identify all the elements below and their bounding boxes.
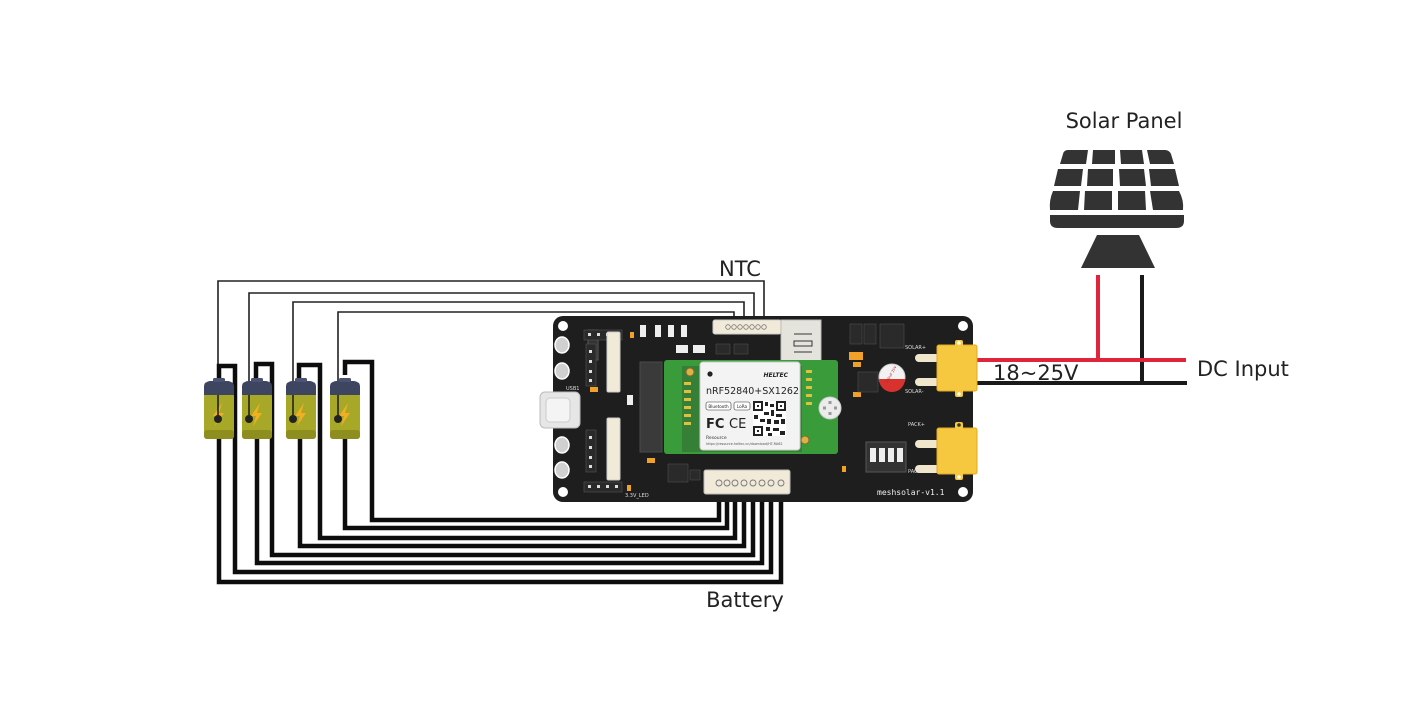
pin-dots <box>588 333 618 488</box>
antenna-connector <box>800 435 810 445</box>
lightning-bolt-icon <box>251 403 262 426</box>
cell-terminal <box>251 378 263 382</box>
mounting-hole <box>958 321 968 331</box>
ntc-wire-2 <box>248 292 755 395</box>
lightning-bolt-icon <box>339 403 350 426</box>
module-brand: HELTEC <box>763 372 788 379</box>
battery-wire-2 <box>216 363 774 575</box>
xt60-pack-connector <box>915 422 978 480</box>
led-label: 3.3V_LED <box>625 493 649 499</box>
dc-input-label: DC Input <box>1197 357 1289 381</box>
battery-wire-8 <box>342 359 722 523</box>
usb-label: USB1 <box>566 386 579 392</box>
cell-terminal <box>213 378 225 382</box>
solar-panel-label: Solar Panel <box>1066 109 1183 133</box>
cell-bottom <box>204 430 234 439</box>
cell-bottom <box>330 430 360 439</box>
cell-cap <box>286 381 316 395</box>
battery-wires <box>216 359 784 585</box>
smd-components <box>590 323 905 491</box>
jst-connector-upper <box>606 331 621 393</box>
ce-mark: CE <box>729 417 746 432</box>
pin-headers <box>583 329 623 493</box>
cell-bottom <box>242 430 272 439</box>
usb-c-port <box>539 391 581 429</box>
battery-wire-1 <box>216 430 784 585</box>
solar-minus-label: SOLAR- <box>905 389 924 395</box>
battery-wire-4 <box>253 361 756 558</box>
battery-connector-pins <box>715 479 785 487</box>
board-name: meshsolar-v1.1 <box>877 488 945 497</box>
mounting-hole <box>958 487 968 497</box>
cell-terminal <box>339 378 351 382</box>
mounting-hole <box>558 321 568 331</box>
module-pads <box>684 370 812 425</box>
cell-cap <box>330 381 360 395</box>
module-badge-lora: LoRa <box>737 404 748 409</box>
battery-wire-3 <box>254 430 765 566</box>
voltage-label: 18~25V <box>993 361 1079 385</box>
battery-wire-7 <box>342 430 730 531</box>
pack-plus-label: PACK+ <box>908 422 925 428</box>
battery-label: Battery <box>706 588 784 612</box>
pack-minus-label: PACK- <box>908 469 922 475</box>
battery-cell <box>204 378 234 439</box>
lightning-bolt-icon <box>295 403 306 426</box>
module-title: nRF52840+SX1262 <box>706 386 799 397</box>
solar-plus-label: SOLAR+ <box>905 345 926 351</box>
battery-cell <box>242 378 272 439</box>
meshsolar-board: USB1 <box>539 316 978 502</box>
ntc-wire-1 <box>217 280 765 395</box>
module-resource-url: https://resource.heltec.cn/download/HT-R… <box>706 442 783 446</box>
cell-terminal <box>295 378 307 382</box>
cell-cap <box>242 381 272 395</box>
battery-cells <box>204 378 360 439</box>
solar-panel-icon <box>1049 150 1184 268</box>
module-screw <box>818 396 842 420</box>
battery-wire-6 <box>296 362 738 541</box>
module-resource-label: Resource <box>706 435 727 441</box>
ntc-label: NTC <box>719 257 761 281</box>
electrolytic-capacitor: 100uF 25V <box>878 363 906 392</box>
jst-connector-lower <box>606 417 621 481</box>
battery-cell <box>330 378 360 439</box>
xt60-solar-connector <box>915 340 978 397</box>
dc-input-wires <box>975 275 1187 385</box>
antenna-connector <box>685 367 695 377</box>
ntc-connector-pins <box>725 324 767 330</box>
radio-module: HELTEC nRF52840+SX1262 Bluetooth LoRa FC… <box>699 361 801 451</box>
side-buttons <box>554 336 570 479</box>
battery-wire-5 <box>297 430 747 549</box>
mounting-hole <box>558 487 568 497</box>
dip-switch <box>865 441 907 473</box>
cell-cap <box>204 381 234 395</box>
cell-bottom <box>286 430 316 439</box>
battery-cell <box>286 378 316 439</box>
m2-slot <box>639 361 663 453</box>
qr-code <box>753 401 786 436</box>
fcc-mark: FC <box>706 417 724 432</box>
ntc-connector <box>712 319 782 335</box>
module-badge-bluetooth: Bluetooth <box>708 404 729 409</box>
ntc-wire-3 <box>292 301 745 395</box>
